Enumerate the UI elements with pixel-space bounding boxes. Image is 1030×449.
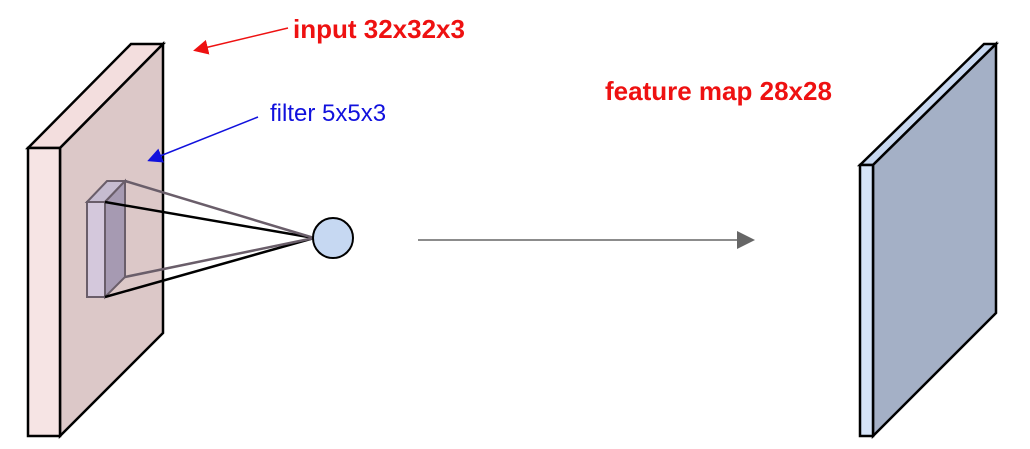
connection-line bbox=[104, 236, 315, 299]
feature-map-volume bbox=[856, 41, 1000, 440]
filter-connections bbox=[104, 179, 315, 299]
feature-map-front-face bbox=[858, 163, 875, 438]
input-pointer-arrow bbox=[193, 27, 289, 55]
filter-label: filter 5x5x3 bbox=[270, 100, 386, 127]
input-label: input 32x32x3 bbox=[293, 14, 465, 44]
feature-map-label: feature map 28x28 bbox=[605, 76, 832, 106]
connection-line bbox=[124, 179, 315, 240]
filter-box-side-face bbox=[104, 178, 126, 300]
filter-box bbox=[84, 178, 128, 300]
filter-pointer-arrow bbox=[147, 116, 259, 163]
output-neuron bbox=[312, 217, 354, 259]
filter-box-front-face bbox=[86, 201, 106, 298]
input-volume-front-face bbox=[26, 146, 62, 438]
connection-line bbox=[124, 236, 315, 279]
connection-line bbox=[104, 200, 315, 240]
feature-map-side-face bbox=[871, 41, 998, 440]
